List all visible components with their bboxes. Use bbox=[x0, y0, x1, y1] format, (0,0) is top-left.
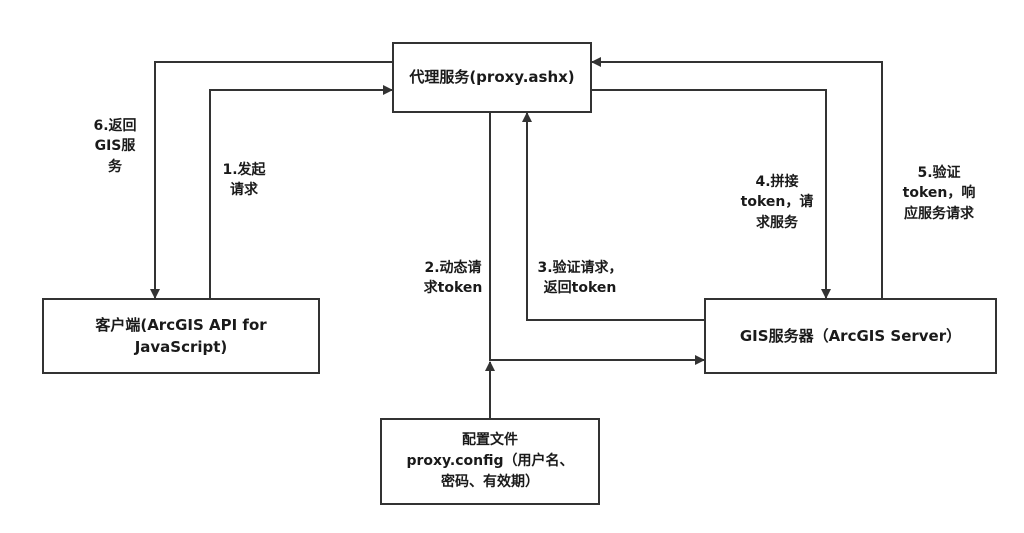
edge-6-return-gis-service bbox=[150, 61, 392, 299]
node-gis-server: GIS服务器（ArcGIS Server） bbox=[704, 298, 997, 374]
edge-3-verify-return-token bbox=[522, 112, 704, 321]
label-edge-1: 1.发起 请求 bbox=[222, 162, 266, 199]
label-edge-4: 4.拼接 token，请 求服务 bbox=[740, 174, 814, 231]
edge-2-request-token bbox=[489, 113, 705, 365]
label-edge-5: 5.验证 token，响 应服务请求 bbox=[902, 165, 976, 222]
label-edge-3: 3.验证请求， 返回token bbox=[537, 260, 623, 297]
edge-1-initiate-request bbox=[209, 85, 393, 298]
label-edge-6: 6.返回 GIS服 务 bbox=[93, 118, 137, 175]
edge-4-append-token bbox=[592, 89, 831, 299]
node-config-file: 配置文件 proxy.config（用户名、 密码、有效期） bbox=[380, 418, 600, 505]
edge-5-verify-token-respond bbox=[591, 57, 883, 298]
node-proxy-service: 代理服务(proxy.ashx) bbox=[392, 42, 592, 113]
label-edge-2: 2.动态请 求token bbox=[423, 260, 483, 297]
node-client: 客户端(ArcGIS API for JavaScript) bbox=[42, 298, 320, 374]
